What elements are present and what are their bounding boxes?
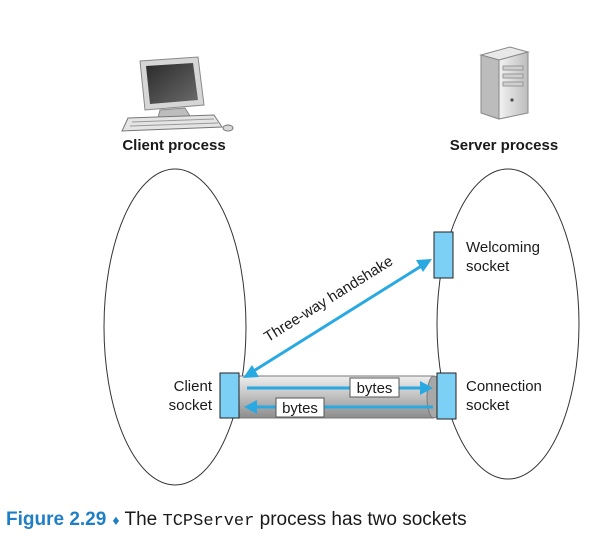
- bytes-label-top: bytes: [357, 380, 393, 397]
- client-socket-label-line1: Client: [174, 378, 213, 395]
- desktop-computer-icon: [121, 56, 234, 132]
- caption-text-post: process has two sockets: [254, 509, 467, 530]
- server-tower-icon: [479, 46, 530, 120]
- client-socket-label-line2: socket: [169, 397, 213, 414]
- client-process-ellipse: [103, 168, 247, 486]
- welcoming-socket-label-line2: socket: [466, 258, 510, 275]
- connection-socket: [436, 372, 457, 420]
- diamond-icon: ♦: [112, 512, 120, 528]
- figure-caption: Figure 2.29 ♦The TCPServer process has tw…: [6, 509, 467, 531]
- handshake-arrow: [243, 259, 432, 378]
- handshake-label: Three-way handshake: [261, 253, 396, 346]
- bytes-label-bottom: bytes: [282, 400, 318, 417]
- client-process-label: Client process: [122, 137, 225, 154]
- tcp-connection-pipe: [238, 375, 442, 419]
- server-process-label: Server process: [450, 137, 558, 154]
- server-process-ellipse: [436, 168, 580, 480]
- figure-number: Figure 2.29: [6, 509, 107, 530]
- client-socket: [219, 372, 240, 419]
- caption-text-pre: The: [124, 509, 163, 530]
- welcoming-socket-label-line1: Welcoming: [466, 239, 540, 256]
- welcoming-socket: [433, 231, 454, 279]
- caption-code: TCPServer: [162, 512, 255, 531]
- connection-socket-label-line2: socket: [466, 397, 510, 414]
- connection-socket-label-line1: Connection: [466, 378, 542, 395]
